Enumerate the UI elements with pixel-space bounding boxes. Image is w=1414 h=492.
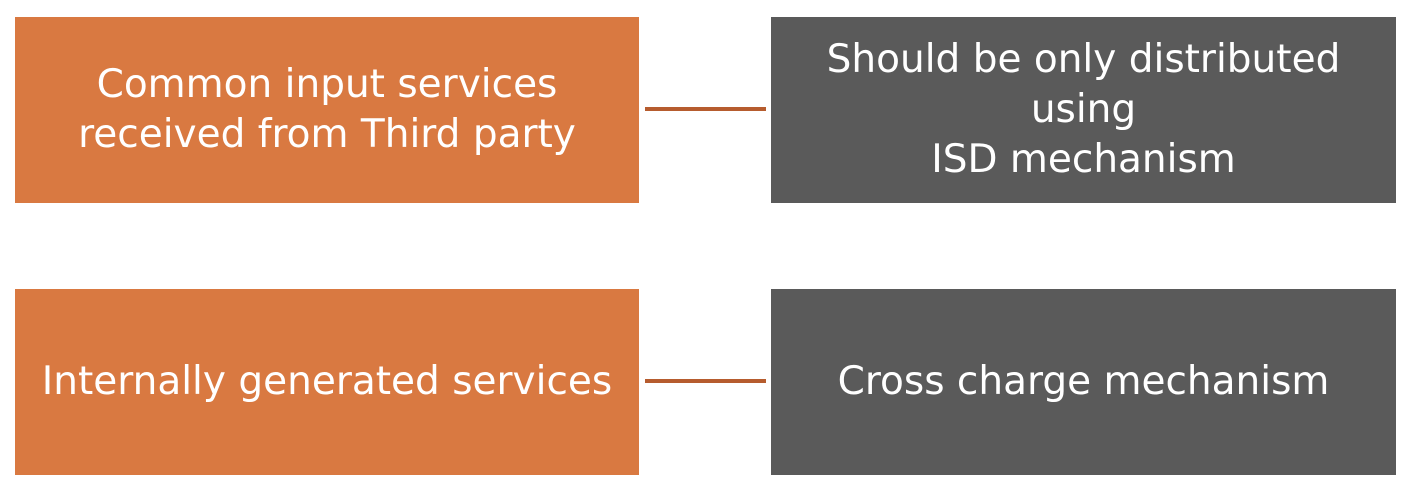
connector-line <box>645 107 766 111</box>
target-box-isd-mechanism: Should be only distributed using ISD mec… <box>771 17 1396 203</box>
source-label: Common input services received from Thir… <box>78 62 576 157</box>
connector-line <box>645 379 766 383</box>
target-label: Cross charge mechanism <box>837 359 1330 405</box>
source-box-internally-generated: Internally generated services <box>15 289 639 475</box>
source-box-common-input: Common input services received from Thir… <box>15 17 639 203</box>
source-label: Internally generated services <box>41 359 613 405</box>
target-label: Should be only distributed using ISD mec… <box>826 37 1341 182</box>
target-box-cross-charge: Cross charge mechanism <box>771 289 1396 475</box>
